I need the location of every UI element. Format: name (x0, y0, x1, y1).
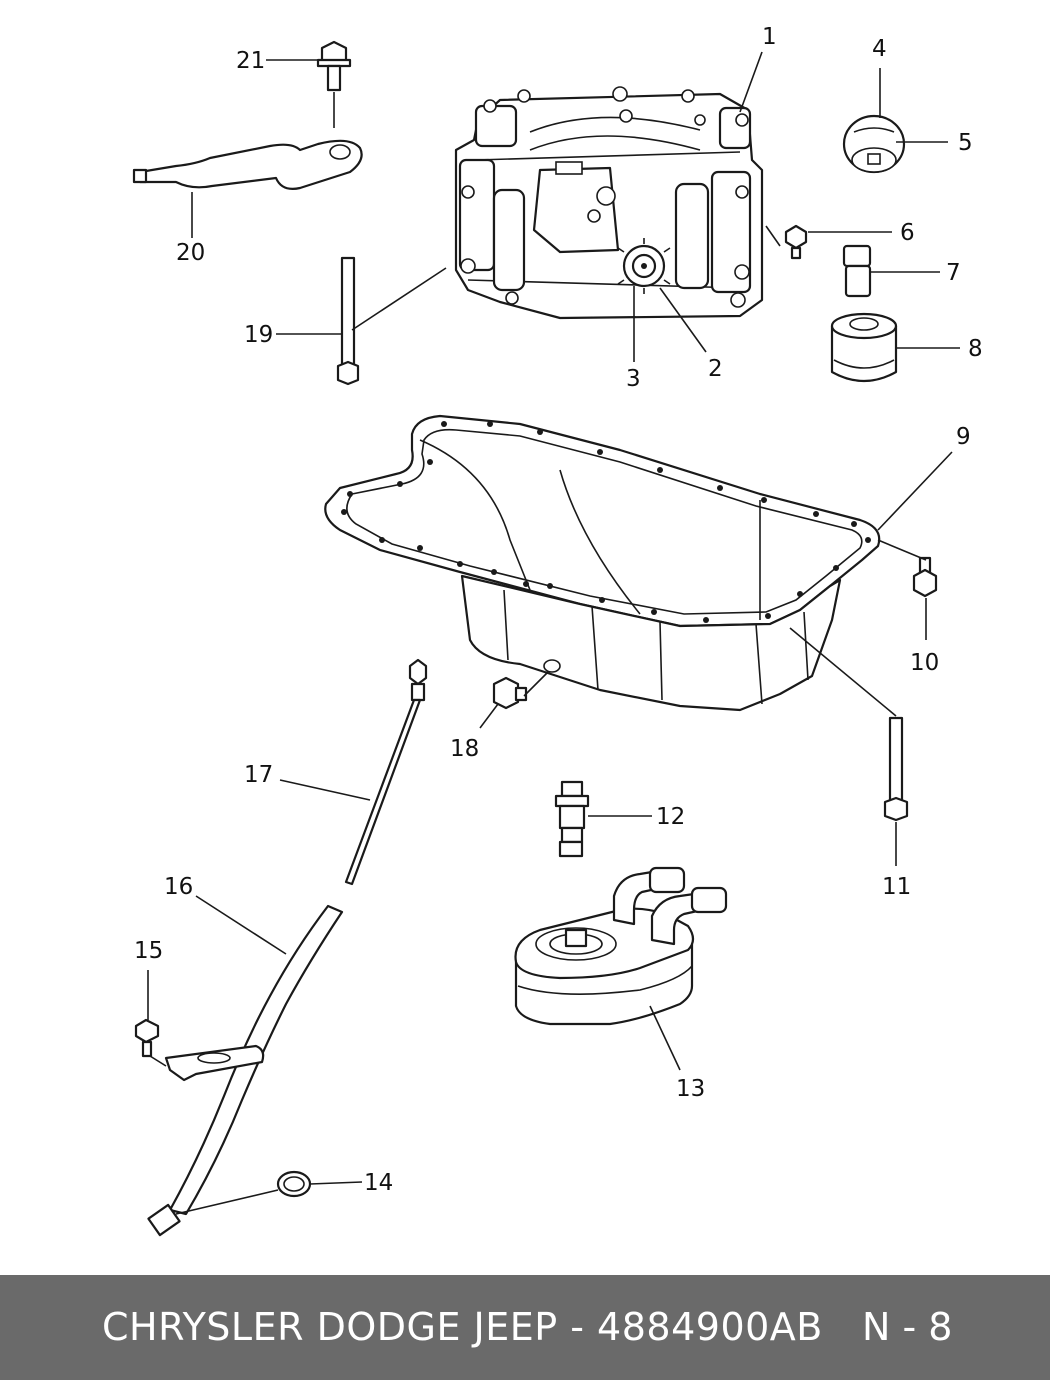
part-12-fitting (554, 780, 590, 858)
part-4-oil-cap (842, 114, 906, 174)
callout-18: 18 (450, 736, 479, 762)
part-14-o-ring (276, 1170, 312, 1198)
part-9-oil-pan (324, 414, 881, 712)
part-16-dipstick-tube (147, 904, 344, 1237)
part-7-adapter (842, 244, 872, 298)
callout-13: 13 (676, 1076, 705, 1102)
callout-1: 1 (762, 24, 777, 50)
callout-19: 19 (244, 322, 273, 348)
callout-7: 7 (946, 260, 961, 286)
callout-12: 12 (656, 804, 685, 830)
part-19-long-bolt (336, 256, 360, 386)
part-8-oil-filter (830, 312, 898, 382)
callout-14: 14 (364, 1170, 393, 1196)
part-21-bolt (316, 40, 352, 92)
footer-part-title: CHRYSLER DODGE JEEP - 4884900AB (102, 1305, 823, 1349)
callout-15: 15 (134, 938, 163, 964)
part-11-long-bolt (883, 716, 909, 822)
part-20-tube (132, 92, 363, 190)
callout-10: 10 (910, 650, 939, 676)
callout-5: 5 (958, 130, 973, 156)
callout-16: 16 (164, 874, 193, 900)
part-15-bolt (134, 1018, 160, 1058)
part-10-bolt (912, 556, 938, 598)
callout-labels: 1 2 3 4 5 6 7 8 9 10 11 12 13 14 15 16 1… (134, 24, 983, 1196)
callout-3: 3 (626, 366, 641, 392)
callout-6: 6 (900, 220, 915, 246)
part-13-oil-cooler (514, 866, 728, 1026)
part-17-dipstick (344, 658, 428, 886)
callout-21: 21 (236, 48, 265, 74)
leader-lines (147, 51, 960, 1215)
callout-17: 17 (244, 762, 273, 788)
footer-page-ref: N - 8 (862, 1305, 953, 1349)
parts-diagram: 1 2 3 4 5 6 7 8 9 10 11 12 13 14 15 16 1… (132, 24, 983, 1237)
callout-2: 2 (708, 356, 723, 382)
part-1-engine-block (454, 86, 764, 320)
footer-bar: CHRYSLER DODGE JEEP - 4884900AB N - 8 (0, 1275, 1050, 1380)
part-6-bolt (784, 224, 808, 260)
callout-11: 11 (882, 874, 911, 900)
part-2-3-oil-pump-sprocket (617, 238, 671, 294)
callout-4: 4 (872, 36, 887, 62)
callout-9: 9 (956, 424, 971, 450)
part-18-drain-plug (492, 676, 528, 710)
callout-8: 8 (968, 336, 983, 362)
callout-20: 20 (176, 240, 205, 266)
